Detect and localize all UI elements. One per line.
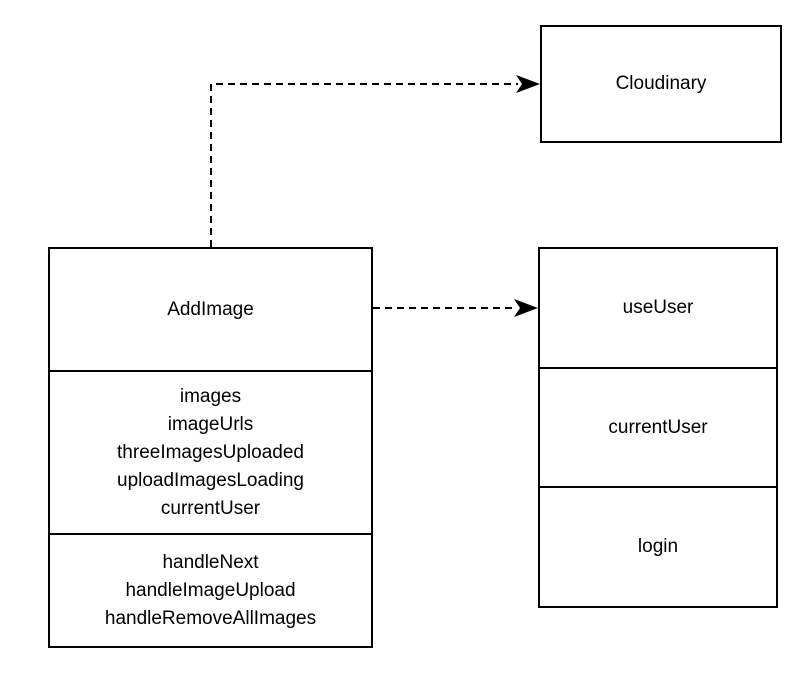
attribute-item: uploadImagesLoading: [117, 469, 304, 491]
class-box-addimage[interactable]: AddImage images imageUrls threeImagesUpl…: [48, 247, 373, 648]
attribute-item: threeImagesUploaded: [117, 441, 304, 463]
class-name-cloudinary: Cloudinary: [615, 73, 707, 94]
arrowhead-icon: [514, 299, 538, 317]
attribute-item: imageUrls: [167, 413, 254, 435]
method-item: handleNext: [162, 551, 259, 573]
class-action-compartment: login: [540, 486, 776, 606]
class-title-compartment: useUser: [540, 249, 776, 367]
action-item-login: login: [637, 536, 679, 558]
class-state-compartment: currentUser: [540, 366, 776, 487]
class-methods-compartment: handleNext handleImageUpload handleRemov…: [50, 533, 371, 646]
class-box-useuser[interactable]: useUser currentUser login: [538, 247, 778, 608]
method-item: handleImageUpload: [125, 579, 296, 601]
edge-addimage-to-cloudinary: [210, 75, 540, 247]
method-item: handleRemoveAllImages: [104, 607, 317, 629]
class-name-addimage: AddImage: [167, 298, 254, 320]
edge-addimage-to-useuser: [373, 299, 538, 317]
state-item-currentuser: currentUser: [608, 416, 708, 438]
arrowhead-icon: [516, 75, 540, 93]
class-box-cloudinary[interactable]: Cloudinary: [540, 25, 782, 143]
edge-line: [210, 83, 518, 247]
class-title-compartment: Cloudinary: [542, 27, 780, 141]
attribute-item: images: [179, 385, 242, 407]
class-title-compartment: AddImage: [50, 249, 371, 370]
class-name-useuser: useUser: [622, 296, 694, 318]
class-attributes-compartment: images imageUrls threeImagesUploaded upl…: [50, 370, 371, 533]
attribute-item: currentUser: [160, 497, 261, 519]
